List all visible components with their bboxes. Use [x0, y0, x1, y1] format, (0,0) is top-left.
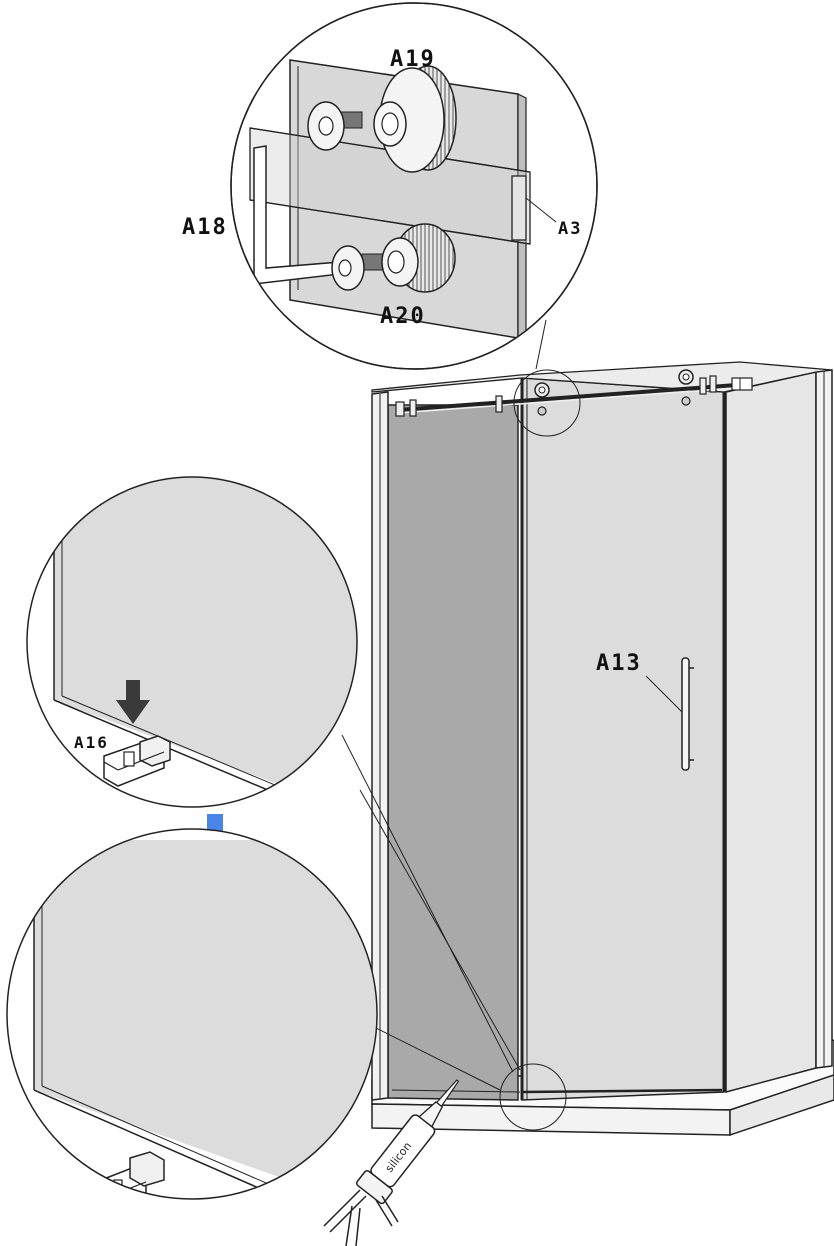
label-a20: A20 [380, 304, 426, 329]
fixed-glass-panel [387, 404, 519, 1101]
sliding-door-glass [521, 377, 725, 1101]
shower-enclosure [371, 361, 834, 1137]
leader-lines [341, 319, 581, 1131]
roller-wheel-upper [373, 65, 457, 173]
bottom-detail-marker [499, 1063, 567, 1131]
label-a13: A13 [596, 651, 642, 676]
roller-detail-view: A19 A18 A3 A20 [182, 2, 598, 370]
label-a13-leader [645, 675, 683, 713]
guide-after-detail-view [6, 828, 378, 1200]
screw-cap-upper [307, 101, 363, 151]
label-a16: A16 [74, 733, 109, 752]
door-handle [681, 657, 694, 771]
top-sliding-rail [395, 369, 753, 417]
label-a3: A3 [558, 219, 582, 239]
arrow-down-icon [116, 680, 150, 724]
side-glass-panel [725, 371, 817, 1093]
guide-before-detail-view: A16 [26, 476, 358, 808]
floor-guide-block [103, 735, 171, 787]
label-a19: A19 [390, 47, 436, 72]
roller-detail-marker [513, 369, 581, 437]
roller-wheel-lower [331, 223, 456, 293]
label-a18: A18 [182, 215, 228, 240]
